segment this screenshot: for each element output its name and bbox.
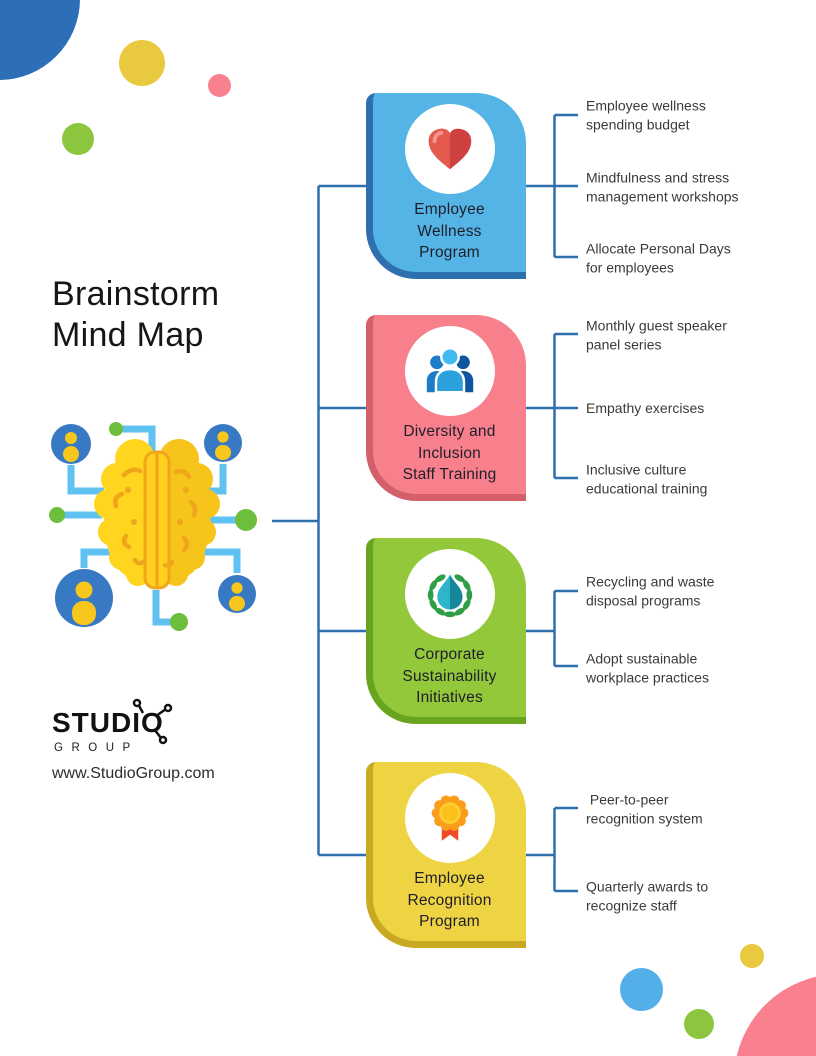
logo-subtext: GROUP bbox=[54, 742, 139, 754]
decor-dot-green-bottom bbox=[684, 1009, 714, 1039]
branch-item: Allocate Personal Days for employees bbox=[586, 240, 731, 276]
node-label: Employee Recognition Program bbox=[407, 870, 492, 930]
connector-bracket-3 bbox=[553, 589, 578, 668]
corner-circle-bottom-right bbox=[734, 974, 816, 1056]
node-label: Diversity and Inclusion Staff Training bbox=[402, 423, 497, 483]
logo-network-icon bbox=[132, 698, 173, 745]
branch-item: Empathy exercises bbox=[586, 399, 705, 416]
connector-bracket-1 bbox=[553, 113, 578, 259]
node-label: Corporate Sustainability Initiatives bbox=[402, 646, 497, 706]
node-icon-circle bbox=[404, 104, 495, 194]
branch-item: Adopt sustainable workplace practices bbox=[586, 650, 709, 686]
connector-bracket-4 bbox=[553, 806, 578, 893]
branch-item: Peer-to-peer recognition system bbox=[586, 791, 703, 827]
branch-item: Recycling and waste disposal programs bbox=[586, 573, 715, 609]
corner-circle-top-left bbox=[0, 0, 80, 80]
decor-dot-yellow-bottom bbox=[740, 944, 764, 968]
logo-text: STUDIO bbox=[52, 707, 164, 738]
node-label: Employee Wellness Program bbox=[414, 201, 485, 261]
node-icon-circle bbox=[404, 773, 495, 863]
brain-network-icon bbox=[38, 402, 276, 654]
branch-item: Employee wellness spending budget bbox=[586, 97, 706, 133]
decor-dot-green-top bbox=[62, 123, 94, 155]
node-card-sustainability: Corporate Sustainability Initiatives bbox=[366, 538, 526, 724]
node-icon-circle bbox=[404, 549, 495, 639]
website-url: www.StudioGroup.com bbox=[52, 765, 215, 782]
decor-dot-blue-bottom bbox=[620, 968, 663, 1011]
heart-icon bbox=[428, 128, 471, 170]
award-icon bbox=[431, 795, 468, 841]
branch-item: Mindfulness and stress management worksh… bbox=[586, 169, 739, 205]
node-icon-circle bbox=[404, 326, 495, 416]
branch-item: Monthly guest speaker panel series bbox=[586, 317, 727, 353]
node-card-employee-wellness: Employee Wellness Program bbox=[366, 93, 526, 279]
page-title: Brainstorm Mind Map bbox=[52, 275, 220, 354]
branch-item: Quarterly awards to recognize staff bbox=[586, 878, 709, 914]
sustainability-icon bbox=[427, 574, 472, 618]
people-icon bbox=[426, 347, 473, 394]
decor-dot-pink-top bbox=[208, 74, 231, 97]
decor-dot-yellow-top bbox=[119, 40, 165, 86]
studio-logo: STUDIO bbox=[52, 698, 173, 745]
connector-bracket-2 bbox=[553, 332, 578, 480]
node-card-recognition: Employee Recognition Program bbox=[366, 762, 526, 948]
node-card-diversity-inclusion: Diversity and Inclusion Staff Training bbox=[366, 315, 526, 501]
branch-item: Inclusive culture educational training bbox=[586, 461, 708, 497]
